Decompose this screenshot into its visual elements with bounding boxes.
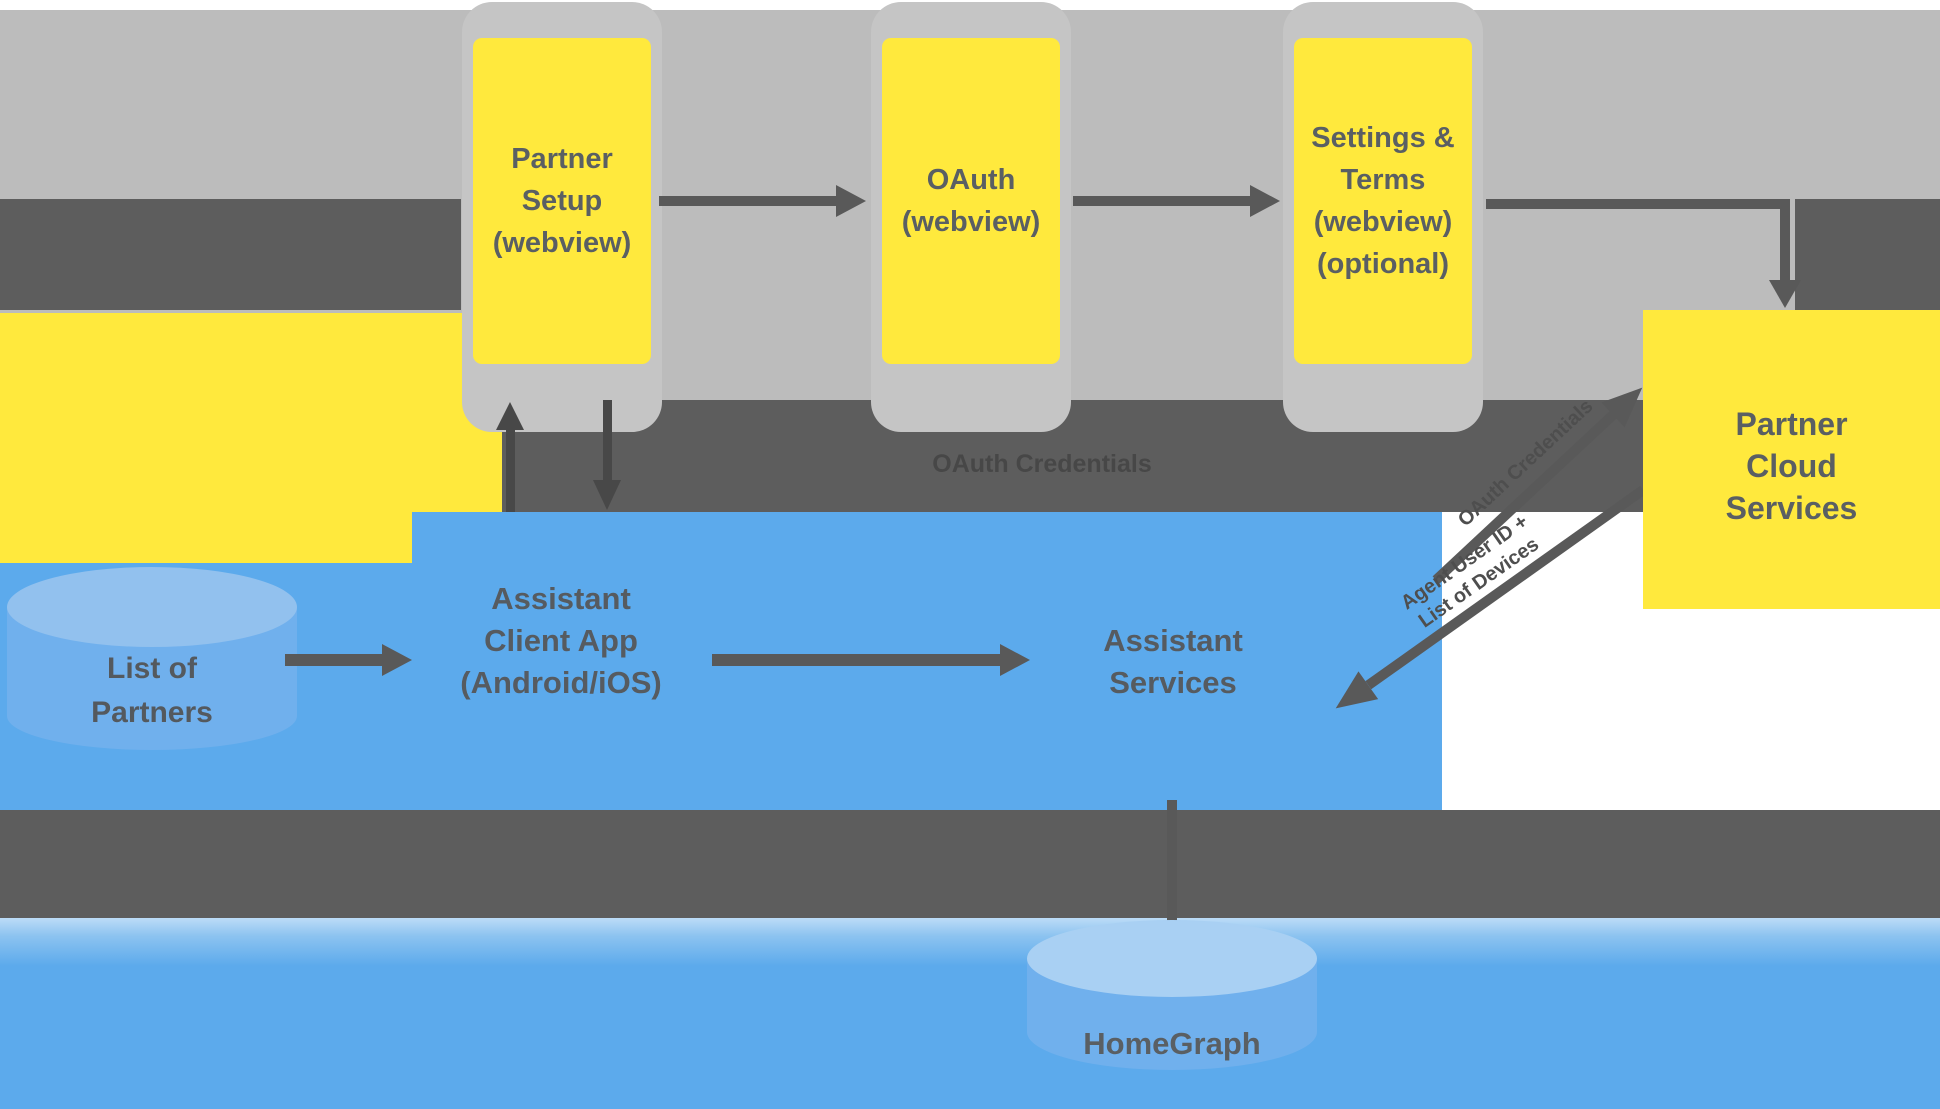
- arrow-settings-to-partner-cloud-rail: [1486, 199, 1790, 209]
- arrow-oauth-to-settings-head: [1250, 185, 1280, 217]
- arrow-setup-to-oauth: [659, 196, 836, 206]
- partner-cloud-line: Cloud: [1746, 447, 1837, 484]
- list-of-partners-db-top: [7, 567, 297, 647]
- arrow-client-app-to-services: [712, 654, 1000, 666]
- phone-frame-partner-setup: Partner Setup (webview): [462, 2, 662, 432]
- screen-oauth-line: (webview): [901, 206, 1041, 238]
- phone-frame-settings-terms: Settings & Terms (webview) (optional): [1283, 2, 1483, 432]
- arrow-settings-to-partner-cloud-drop: [1780, 199, 1790, 282]
- screen-settings-terms: Settings & Terms (webview) (optional): [1294, 38, 1472, 364]
- arrow-partners-to-client-app-head: [382, 644, 412, 676]
- screen-settings-terms-line: (optional): [1316, 248, 1450, 280]
- arrow-webview-return: [603, 400, 612, 482]
- list-of-partners-line: List of: [107, 652, 197, 685]
- screen-partner-setup-line: Setup: [521, 185, 603, 217]
- homegraph-db-top: [1027, 920, 1317, 997]
- list-of-partners-line: Partners: [91, 696, 213, 729]
- homegraph-label: HomeGraph: [1083, 1026, 1261, 1061]
- arrow-client-app-to-services-head: [1000, 644, 1030, 676]
- screen-oauth-line: OAuth: [926, 164, 1016, 196]
- arrow-settings-to-partner-cloud-head: [1769, 280, 1801, 308]
- partner-cloud-services-box: Partner Cloud Services: [1643, 310, 1940, 609]
- phone-frame-oauth: OAuth (webview): [871, 2, 1071, 432]
- screen-settings-terms-line: Settings &: [1311, 122, 1455, 154]
- screen-settings-terms-line: (webview): [1313, 206, 1453, 238]
- arrow-launch-webview: [506, 428, 515, 512]
- arrow-partners-to-client-app: [285, 654, 382, 666]
- assistant-services-line: Services: [1109, 665, 1237, 700]
- arrow-launch-webview-head: [496, 402, 524, 430]
- partner-cloud-line: Partner: [1735, 405, 1848, 442]
- assistant-client-app-line: Client App: [484, 623, 638, 658]
- dark-connector-right: [1795, 199, 1940, 310]
- dark-connector-bottom: [0, 810, 1940, 918]
- screen-settings-terms-line: Terms: [1340, 164, 1426, 196]
- homegraph-band: [0, 918, 1940, 1109]
- assistant-client-app-label: Assistant Client App (Android/iOS): [411, 578, 711, 704]
- assistant-services-label: Assistant Services: [1023, 620, 1323, 704]
- assistant-client-app-line: Assistant: [491, 581, 631, 616]
- oauth-credentials-label: OAuth Credentials: [932, 450, 1152, 478]
- screen-partner-setup: Partner Setup (webview): [473, 38, 651, 364]
- list-of-partners-label: List of Partners: [2, 647, 302, 735]
- screen-partner-setup-line: Partner: [511, 143, 613, 175]
- arrow-webview-return-head: [593, 480, 621, 510]
- assistant-client-app-line: (Android/iOS): [460, 665, 662, 700]
- arrow-oauth-to-settings: [1073, 196, 1250, 206]
- arrow-setup-to-oauth-head: [836, 185, 866, 217]
- assistant-services-line: Assistant: [1103, 623, 1243, 658]
- dark-connector-left: [0, 199, 461, 310]
- partner-cloud-line: Services: [1725, 489, 1858, 526]
- screen-partner-setup-line: (webview): [492, 227, 632, 259]
- screen-oauth: OAuth (webview): [882, 38, 1060, 364]
- arrow-services-to-homegraph: [1167, 800, 1177, 935]
